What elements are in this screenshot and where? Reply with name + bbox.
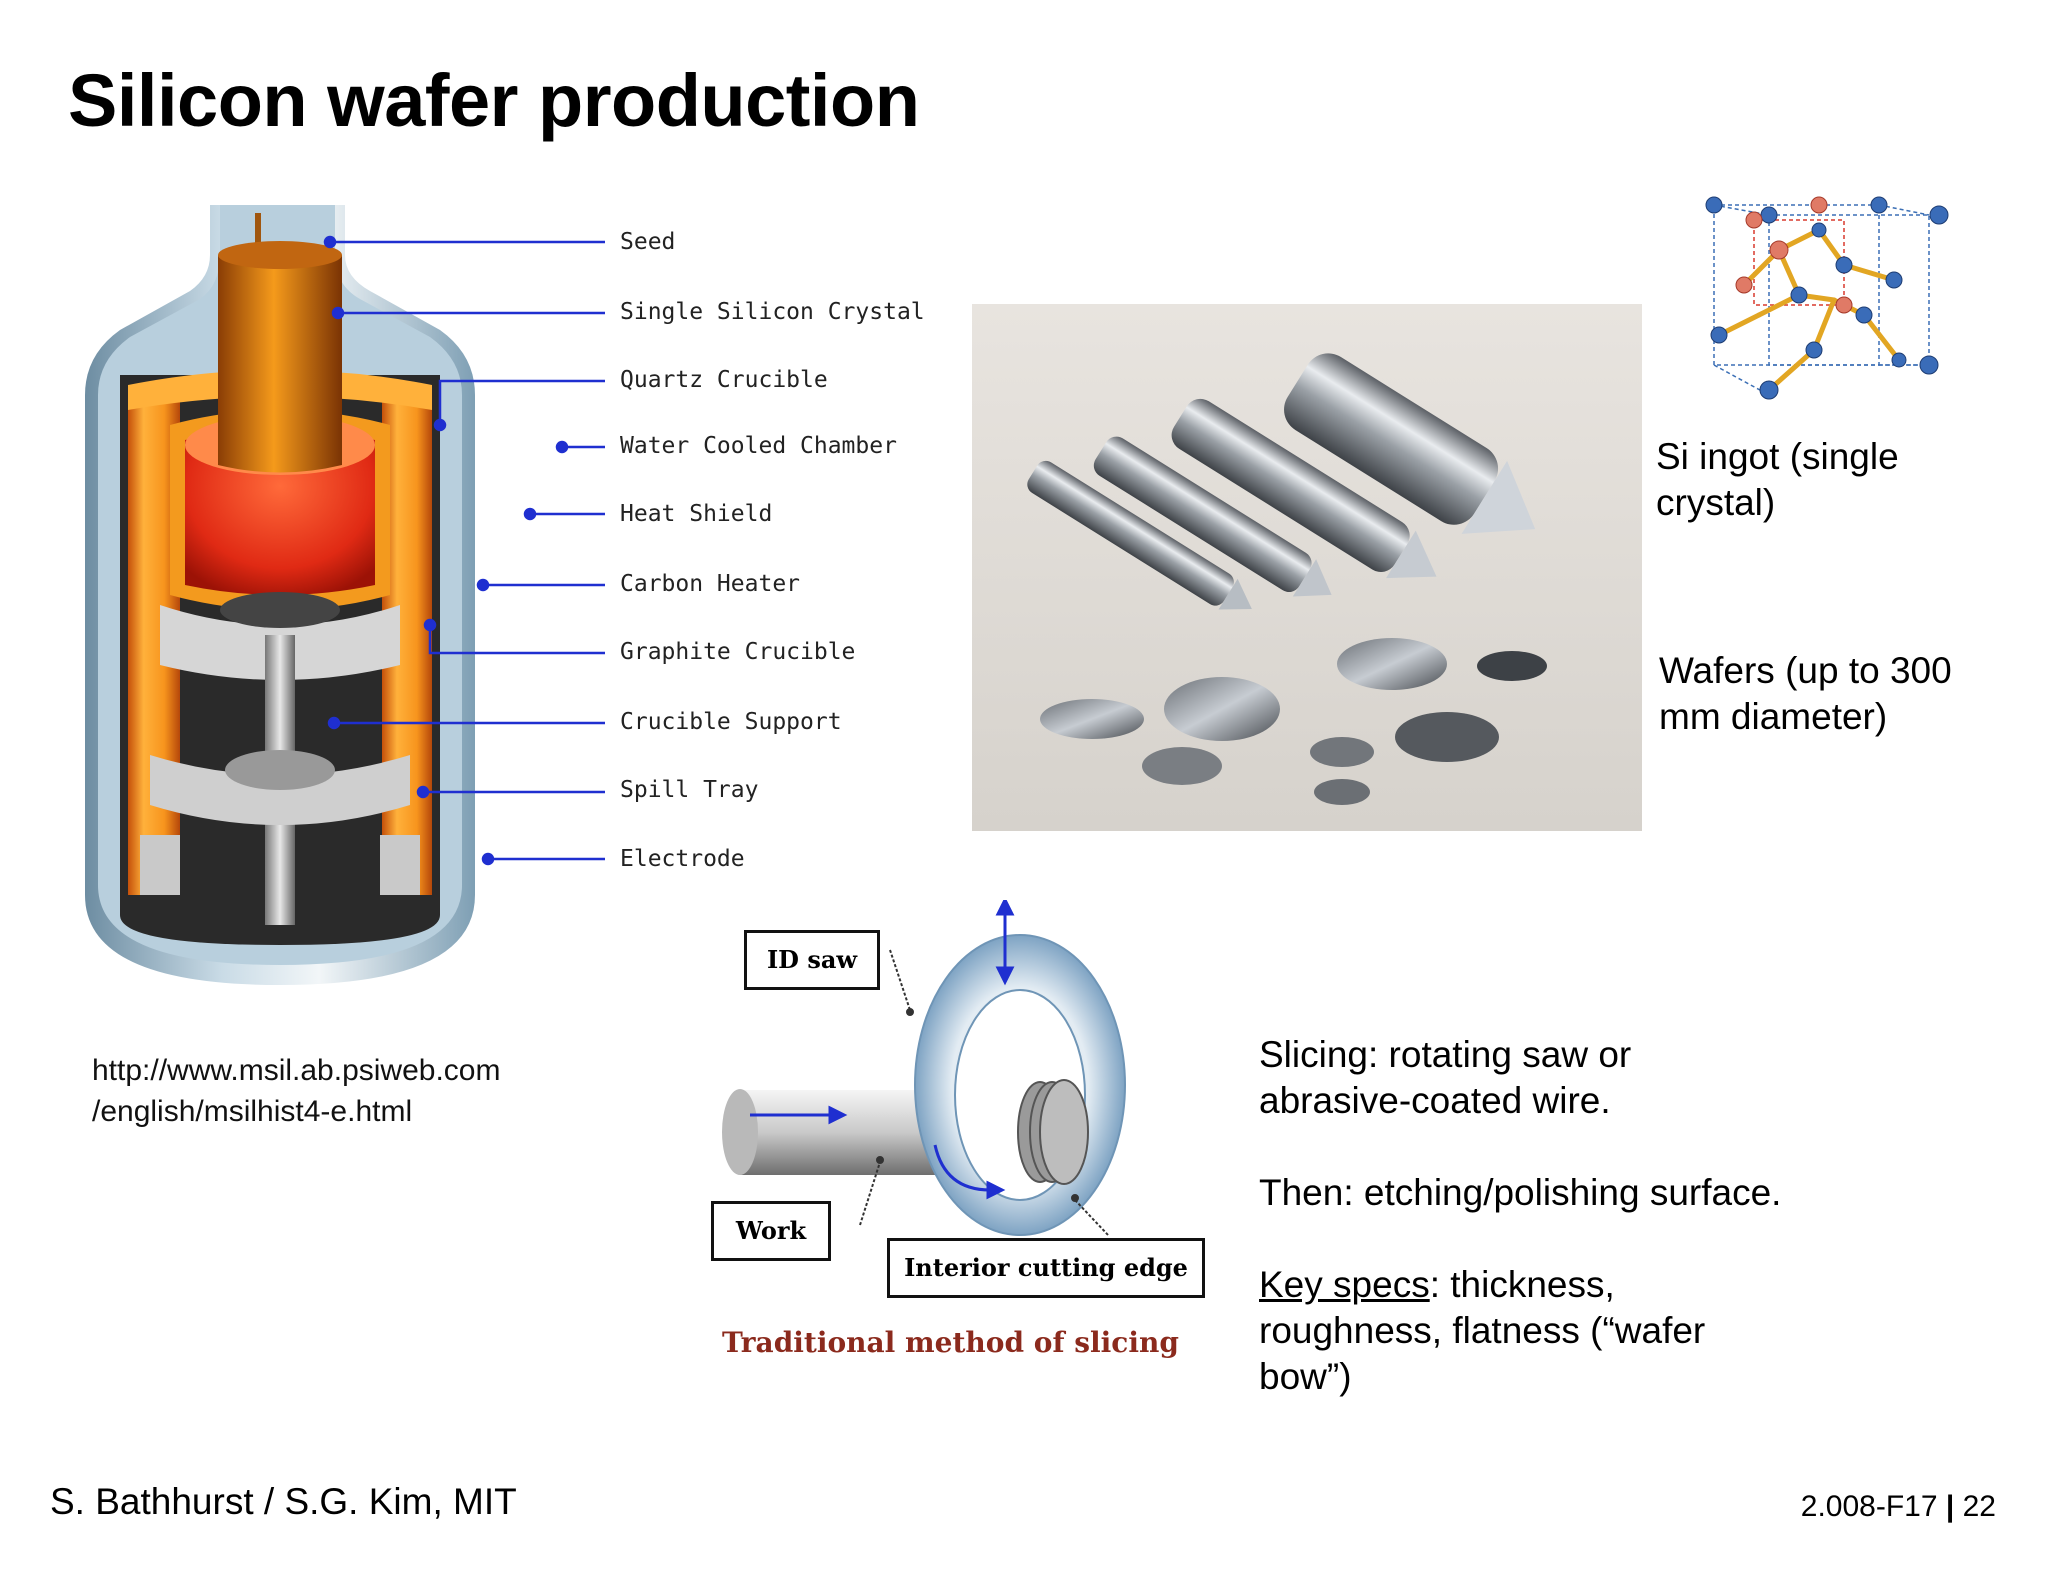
furnace-label-single-silicon-crystal: Single Silicon Crystal: [620, 299, 925, 325]
furnace-source-url: http://www.msil.ab.psiweb.com /english/m…: [92, 1050, 500, 1132]
key-specs-line-3: bow”): [1259, 1356, 1352, 1397]
furnace-label-quartz-crucible: Quartz Crucible: [620, 367, 828, 393]
key-specs-label: Key specs: [1259, 1264, 1430, 1305]
furnace-label-graphite-crucible: Graphite Crucible: [620, 639, 856, 665]
wafer-caption: Wafers (up to 300 mm diameter): [1659, 648, 1952, 740]
furnace-label-heat-shield: Heat Shield: [620, 501, 773, 527]
key-specs-rest: : thickness,: [1429, 1264, 1615, 1305]
silicon-ingots-photo: [972, 304, 1642, 831]
slicing-notes: Slicing: rotating saw or abrasive-coated…: [1259, 1032, 1631, 1124]
etching-note: Then: etching/polishing surface.: [1259, 1172, 1782, 1213]
source-url-line-1: http://www.msil.ab.psiweb.com: [92, 1054, 501, 1087]
id-saw-label: ID saw: [744, 930, 880, 990]
key-specs-line-2: roughness, flatness (“wafer: [1259, 1310, 1706, 1351]
ingot-caption-line-1: Si ingot (single: [1656, 436, 1899, 477]
furnace-label-crucible-support: Crucible Support: [620, 709, 842, 735]
key-specs-line-1: Key specs: thickness,: [1259, 1262, 1705, 1308]
furnace-label-electrode: Electrode: [620, 846, 745, 872]
furnace-label-carbon-heater: Carbon Heater: [620, 571, 801, 597]
silicon-crystal-lattice-icon: [1705, 196, 1949, 400]
furnace-label-spill-tray: Spill Tray: [620, 777, 759, 803]
furnace-label-water-cooled-chamber: Water Cooled Chamber: [620, 433, 897, 459]
furnace-label-seed: Seed: [620, 229, 676, 255]
source-url-line-2: /english/msilhist4-e.html: [92, 1095, 413, 1128]
czochralski-furnace-illustration: [85, 205, 475, 985]
furnace-leader-lines: [323, 235, 605, 866]
slicing-line-1: Slicing: rotating saw or: [1259, 1034, 1632, 1075]
ingot-caption-line-2: crystal): [1656, 482, 1776, 523]
slicing-method-caption: Traditional method of slicing: [722, 1326, 1179, 1359]
footer-separator: |: [1945, 1490, 1955, 1523]
slicing-line-2: abrasive-coated wire.: [1259, 1080, 1611, 1121]
work-label: Work: [711, 1201, 831, 1261]
footer-authors: S. Bathhurst / S.G. Kim, MIT: [50, 1481, 517, 1522]
footer-page-info: 2.008-F17 | 22: [1801, 1490, 1996, 1524]
interior-cutting-edge-label: Interior cutting edge: [887, 1238, 1205, 1298]
id-saw-slicing-diagram: [722, 900, 1126, 1236]
ingot-caption: Si ingot (single crystal): [1656, 434, 1899, 526]
footer-page-number: 22: [1962, 1490, 1996, 1523]
footer-course: 2.008-F17: [1800, 1490, 1938, 1523]
key-specs-note: Key specs: thickness, roughness, flatnes…: [1259, 1262, 1705, 1400]
slide-title: Silicon wafer production: [68, 59, 920, 142]
wafer-caption-line-1: Wafers (up to 300: [1659, 650, 1952, 691]
wafer-caption-line-2: mm diameter): [1659, 696, 1888, 737]
